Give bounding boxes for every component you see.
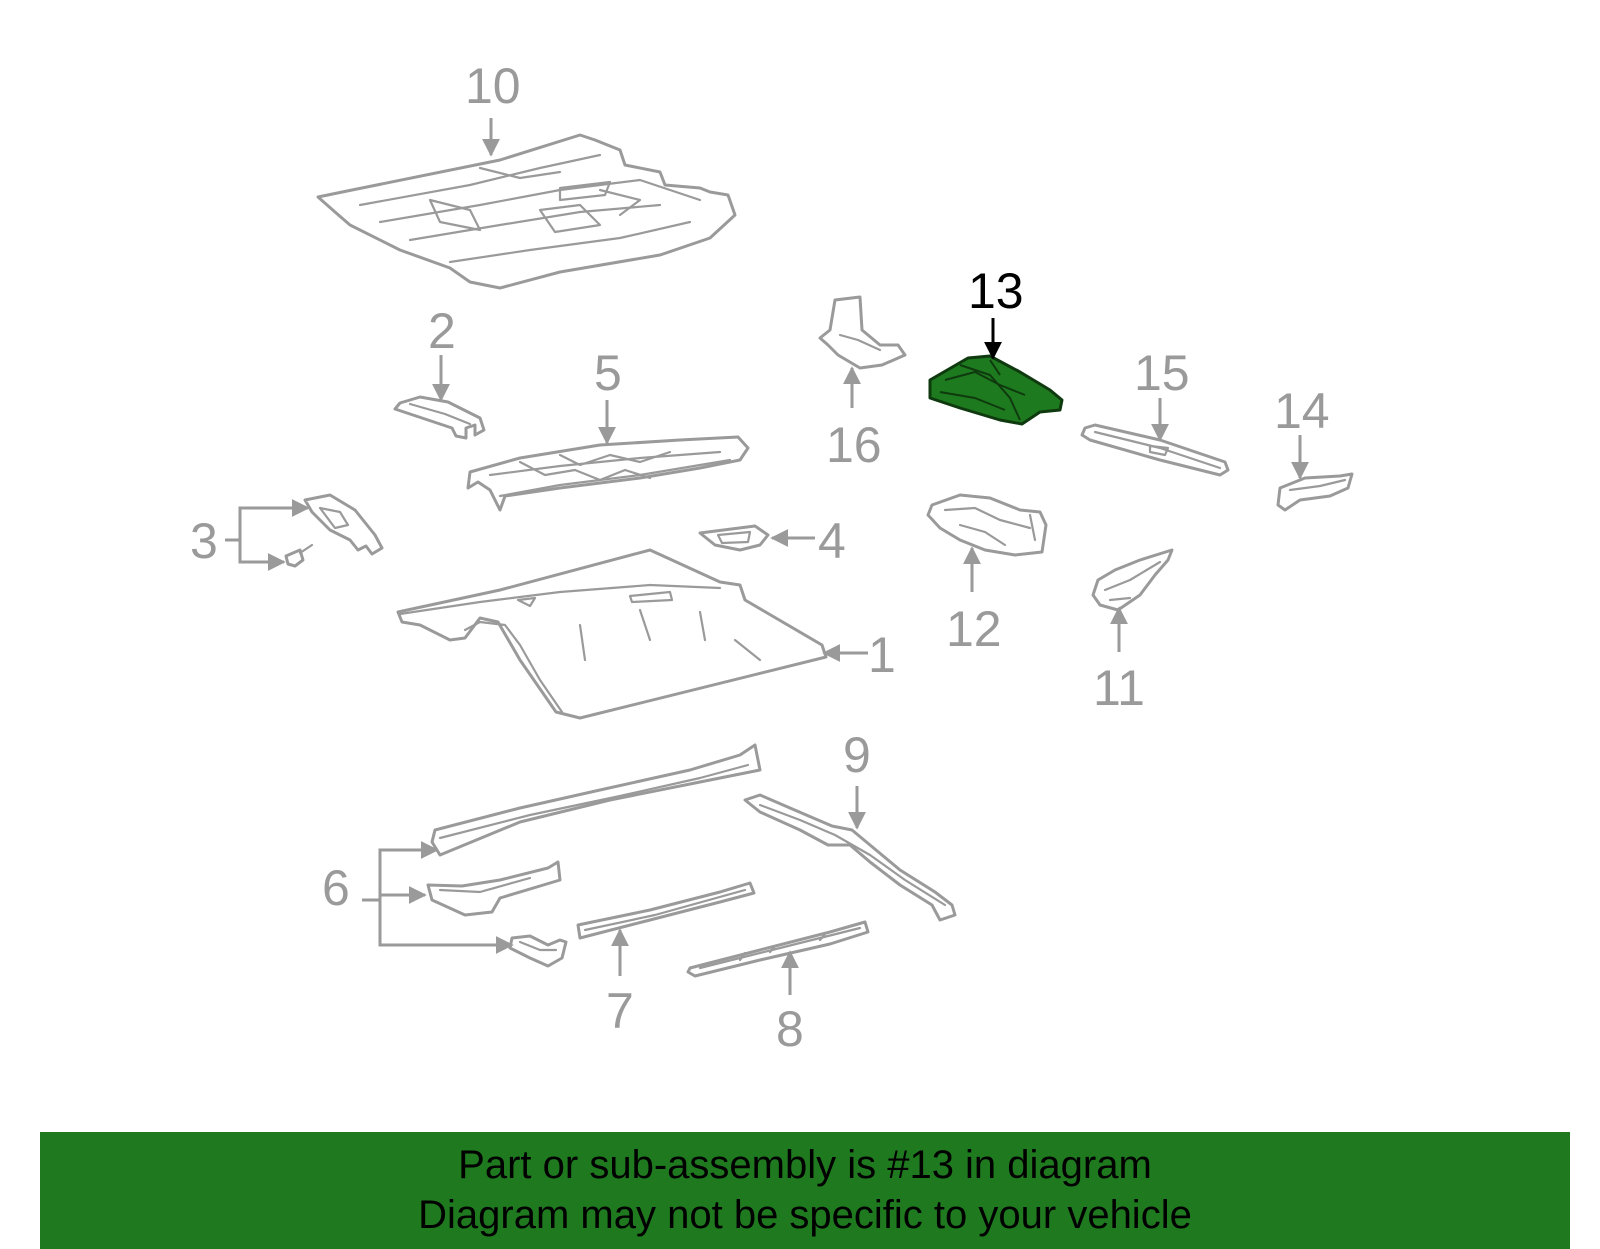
svg-text:16: 16	[826, 417, 882, 473]
callout-4: 4	[770, 513, 846, 569]
part-16[interactable]	[818, 295, 907, 370]
callout-5: 5	[594, 345, 622, 445]
svg-text:2: 2	[428, 303, 456, 359]
callout-8: 8	[776, 950, 804, 1057]
part-3[interactable]	[284, 493, 384, 568]
svg-text:3: 3	[190, 513, 218, 569]
part-13-highlighted[interactable]	[928, 354, 1064, 426]
callout-2: 2	[428, 303, 456, 402]
part-11[interactable]	[1091, 548, 1174, 612]
part-12[interactable]	[926, 493, 1048, 557]
callout-10: 10	[465, 58, 521, 157]
callout-13: 13	[968, 263, 1024, 360]
part-14[interactable]	[1276, 472, 1354, 512]
svg-text:15: 15	[1134, 345, 1190, 401]
part-8[interactable]	[686, 920, 870, 978]
part-6[interactable]	[426, 743, 762, 968]
svg-text:9: 9	[843, 727, 871, 783]
callout-15: 15	[1134, 345, 1190, 442]
svg-text:13: 13	[968, 263, 1024, 319]
callout-6: 6	[322, 841, 514, 954]
svg-text:5: 5	[594, 345, 622, 401]
part-7[interactable]	[576, 881, 756, 940]
callout-3: 3	[190, 499, 310, 571]
svg-text:14: 14	[1274, 383, 1330, 439]
svg-text:1: 1	[868, 627, 896, 683]
part-5[interactable]	[466, 435, 750, 512]
part-4[interactable]	[698, 524, 770, 552]
svg-text:11: 11	[1093, 660, 1145, 716]
svg-text:4: 4	[818, 513, 846, 569]
svg-text:7: 7	[606, 983, 634, 1039]
banner-line-1: Part or sub-assembly is #13 in diagram	[458, 1143, 1152, 1187]
banner-line-2: Diagram may not be specific to your vehi…	[418, 1193, 1192, 1237]
part-2[interactable]	[393, 395, 486, 440]
callout-14: 14	[1274, 383, 1330, 480]
svg-text:10: 10	[465, 58, 521, 114]
callout-1: 1	[822, 627, 896, 683]
part-1-rear-floor-pan[interactable]	[396, 548, 828, 720]
svg-text:6: 6	[322, 860, 350, 916]
part-15[interactable]	[1080, 423, 1230, 477]
callout-9: 9	[843, 727, 871, 830]
info-banner: Part or sub-assembly is #13 in diagram D…	[40, 1132, 1570, 1249]
svg-text:12: 12	[946, 601, 1002, 657]
part-10-front-floor-pan[interactable]	[316, 133, 737, 290]
callout-12: 12	[946, 546, 1002, 657]
parts-diagram: 10 2 5 3 4 1 16 13 15 14 12 11	[190, 58, 1354, 1057]
callout-11: 11	[1093, 606, 1145, 716]
svg-text:8: 8	[776, 1001, 804, 1057]
callout-7: 7	[606, 928, 634, 1039]
part-9[interactable]	[743, 793, 957, 922]
callout-16: 16	[826, 366, 882, 473]
